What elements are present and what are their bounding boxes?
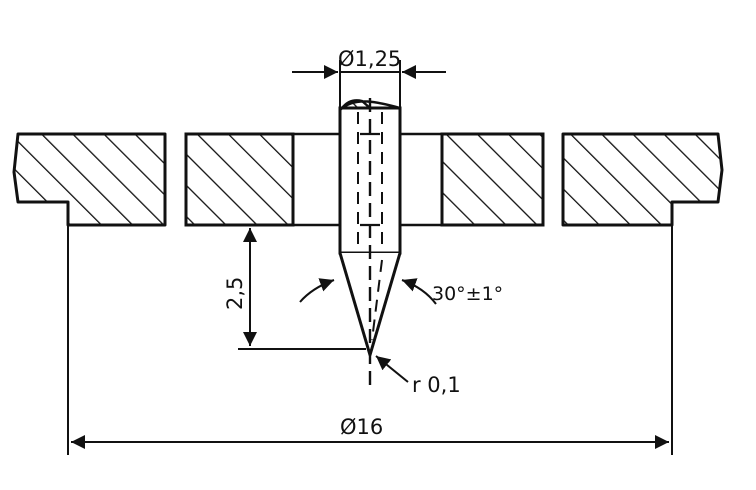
hatched-block-left xyxy=(12,132,167,227)
dimension-needle-diameter: Ø1,25 xyxy=(292,47,446,108)
dimension-plate-diameter: Ø16 xyxy=(67,225,673,455)
dimension-cone-angle: 30°±1° xyxy=(299,278,503,305)
cone-angle-label: 30°±1° xyxy=(432,283,503,305)
needle-break-line xyxy=(339,100,401,111)
angle-arc-left xyxy=(299,278,335,303)
tip-radius-leader xyxy=(375,355,409,383)
needle-hidden-cone-line xyxy=(371,259,383,341)
dimension-tip-radius: r 0,1 xyxy=(375,355,461,397)
plate-diameter-label: Ø16 xyxy=(340,415,383,439)
dimension-point-depth: 2,5 xyxy=(223,228,366,350)
hatched-block-center-right xyxy=(440,132,545,227)
hatched-block-center-left xyxy=(184,132,295,227)
angle-arc-right xyxy=(401,278,437,305)
tip-radius-label: r 0,1 xyxy=(412,373,461,397)
hatched-block-right xyxy=(561,132,724,227)
point-depth-label: 2,5 xyxy=(223,277,247,310)
needle-diameter-label: Ø1,25 xyxy=(338,47,401,71)
needle xyxy=(338,98,402,388)
